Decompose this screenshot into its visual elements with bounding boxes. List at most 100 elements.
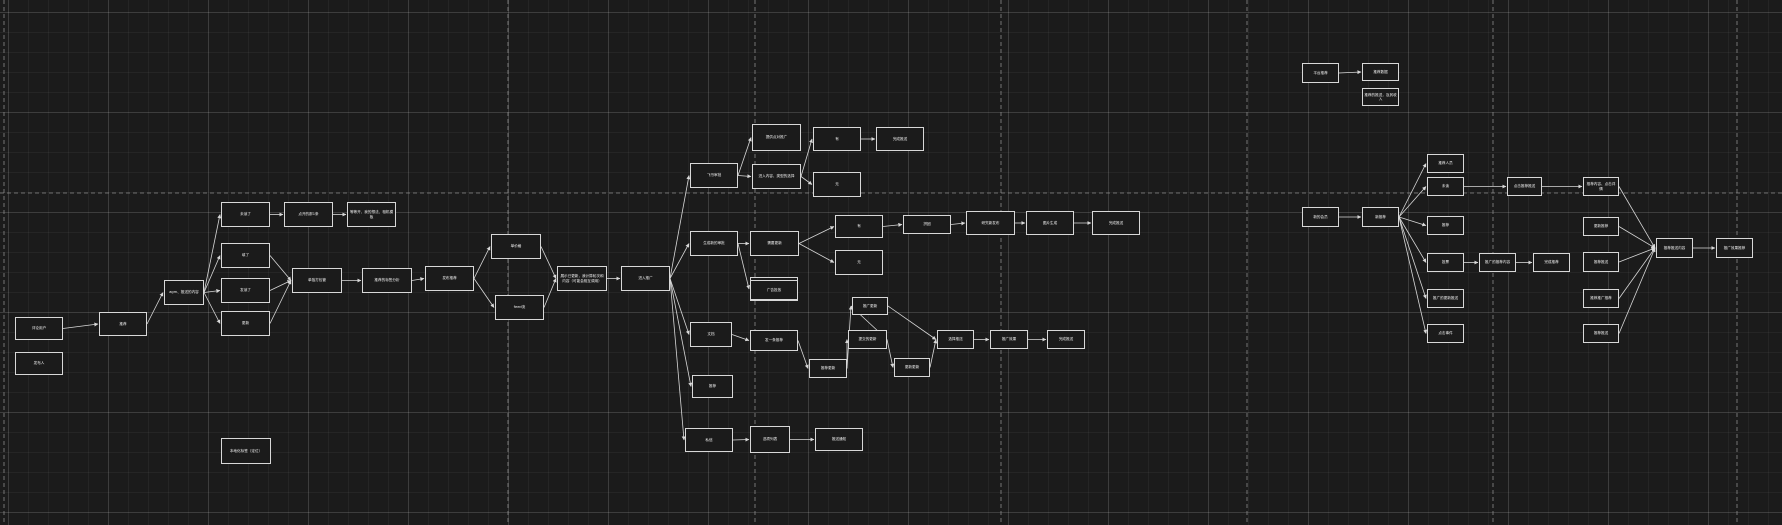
- node-n28[interactable]: 需要更新: [750, 231, 799, 256]
- node-n18[interactable]: 飞书审批: [690, 163, 738, 188]
- connector-n10-n11: [269, 280, 292, 324]
- connector-n66-n67: [1618, 247, 1656, 334]
- node-n15[interactable]: feed流: [495, 295, 544, 320]
- connector-n13-n15: [473, 278, 495, 308]
- node-n60[interactable]: 点击事件: [1427, 324, 1464, 343]
- connector-n14-n16: [540, 246, 557, 279]
- node-n09[interactable]: 发读了: [221, 278, 270, 303]
- node-n20[interactable]: 文档: [690, 322, 732, 347]
- connector-n01-n03: [62, 322, 99, 329]
- node-n50[interactable]: 推荐的推送，及其收入: [1362, 88, 1399, 106]
- connector-n03-n04: [146, 292, 164, 325]
- connector-n04-n10: [203, 292, 221, 324]
- node-n21[interactable]: 推荐: [692, 375, 733, 398]
- node-n62[interactable]: 完成推荐: [1533, 253, 1570, 272]
- connector-n04-n05: [203, 214, 222, 293]
- node-n35[interactable]: 完成推送: [1092, 211, 1140, 235]
- node-n47[interactable]: 本地化标签（定位）: [221, 438, 271, 464]
- connector-n24-n26: [800, 176, 813, 185]
- node-n55[interactable]: 点击推荐推送: [1507, 177, 1542, 196]
- node-n26[interactable]: 无: [813, 172, 861, 197]
- node-n42[interactable]: 推广效果: [990, 330, 1028, 349]
- node-n67[interactable]: 推荐推送内容: [1656, 238, 1693, 258]
- node-n27[interactable]: 完成推送: [876, 127, 924, 151]
- node-n11[interactable]: 单独打包管: [292, 268, 342, 293]
- node-n04[interactable]: agm、推送的内容: [164, 280, 204, 305]
- node-n61[interactable]: 推广的推荐内容: [1479, 253, 1516, 272]
- connector-n39-n40: [886, 339, 895, 368]
- node-n06[interactable]: 点开的那1条: [284, 202, 333, 227]
- node-n58[interactable]: 投票: [1427, 253, 1464, 272]
- node-n48[interactable]: 平台推荐: [1302, 63, 1339, 83]
- connector-n12-n13: [411, 277, 425, 282]
- node-n51[interactable]: 新的会员: [1302, 207, 1339, 227]
- node-n12[interactable]: 推荐的标签分析: [362, 268, 412, 293]
- node-n32[interactable]: 拼团: [903, 215, 951, 234]
- connector-n63-n67: [1618, 226, 1656, 249]
- connector-n09-n11: [269, 280, 292, 291]
- connector-n52-n53: [1398, 163, 1427, 218]
- node-n38[interactable]: 推广更新: [852, 297, 888, 315]
- connector-n17-n22: [669, 278, 686, 441]
- connector-n65-n67: [1618, 247, 1656, 299]
- node-n08[interactable]: 填了: [221, 243, 270, 268]
- connector-n52-n57: [1398, 216, 1427, 227]
- node-n22[interactable]: 私信: [685, 428, 733, 452]
- connector-n20-n36: [731, 334, 750, 342]
- connector-n17-n18: [669, 175, 691, 279]
- node-n52[interactable]: 新推荐: [1362, 207, 1399, 227]
- node-n31[interactable]: 无: [835, 250, 883, 275]
- connector-n52-n59: [1398, 216, 1427, 299]
- node-n23[interactable]: 提供点对推广: [752, 124, 801, 151]
- node-n59[interactable]: 推广的更新推送: [1427, 289, 1464, 308]
- connector-n19-n29: [737, 243, 751, 290]
- connector-n38-n41: [887, 305, 937, 340]
- connector-n24-n25: [800, 138, 813, 177]
- node-n14[interactable]: 单价格: [491, 234, 541, 259]
- node-n44[interactable]: 选项列表: [750, 426, 790, 453]
- node-n36[interactable]: 发一条推荐: [750, 330, 798, 351]
- connector-n28-n31: [798, 243, 835, 263]
- node-n68[interactable]: 推广效果推荐: [1716, 238, 1753, 258]
- connector-n22-n44: [732, 437, 750, 442]
- node-n01[interactable]: 评论用户: [15, 317, 63, 340]
- node-n40[interactable]: 更新更新: [894, 358, 930, 377]
- node-n43[interactable]: 完成推送: [1047, 330, 1085, 349]
- node-n53[interactable]: 推荐人员: [1427, 154, 1464, 173]
- node-n03[interactable]: 推荐: [99, 312, 147, 336]
- connector-n17-n20: [669, 278, 690, 335]
- node-n49[interactable]: 推荐数据: [1362, 63, 1399, 81]
- node-n10[interactable]: 更新: [221, 311, 270, 336]
- node-n13[interactable]: 发布推荐: [425, 266, 474, 291]
- node-n07[interactable]: 等等开、我的想法、相机模板: [347, 202, 396, 227]
- node-n05[interactable]: 未读了: [221, 202, 270, 227]
- node-n54[interactable]: 未读: [1427, 177, 1464, 196]
- node-n37[interactable]: 推荐更新: [809, 359, 847, 378]
- node-n30[interactable]: 有: [835, 215, 883, 238]
- node-n46[interactable]: 广告投放: [750, 280, 798, 300]
- connector-n32-n33: [950, 221, 966, 226]
- node-n02[interactable]: 发布人: [15, 352, 63, 375]
- node-n41[interactable]: 选择推送: [937, 330, 974, 349]
- node-n63[interactable]: 更新推荐: [1583, 217, 1619, 236]
- connector-n08-n11: [269, 255, 292, 281]
- node-n57[interactable]: 推荐: [1427, 216, 1464, 235]
- node-n64[interactable]: 推荐推送: [1583, 252, 1619, 272]
- node-n25[interactable]: 有: [813, 127, 861, 151]
- connector-n52-n60: [1398, 216, 1428, 334]
- node-n34[interactable]: 图片生成: [1026, 211, 1074, 235]
- node-n16[interactable]: 展示已更新，我计算轮次和内容（可能会相互调用）: [557, 266, 607, 291]
- connector-n17-n19: [669, 243, 690, 279]
- connector-n18-n23: [737, 137, 752, 176]
- node-n17[interactable]: 进入推广: [621, 266, 670, 291]
- node-n56[interactable]: 推荐内容、点击详情: [1583, 177, 1619, 196]
- connector-n18-n24: [737, 174, 752, 179]
- node-n39[interactable]: 提交的更新: [848, 330, 887, 349]
- node-n33[interactable]: 研究新发布: [966, 211, 1015, 235]
- node-n66[interactable]: 推荐推送: [1583, 324, 1619, 343]
- node-n45[interactable]: 推送通知: [815, 428, 863, 451]
- node-n19[interactable]: 生成新的审批: [690, 231, 738, 256]
- node-n24[interactable]: 进入内容、类型的选择: [752, 164, 801, 189]
- node-n65[interactable]: 推荐推广推荐: [1583, 289, 1619, 308]
